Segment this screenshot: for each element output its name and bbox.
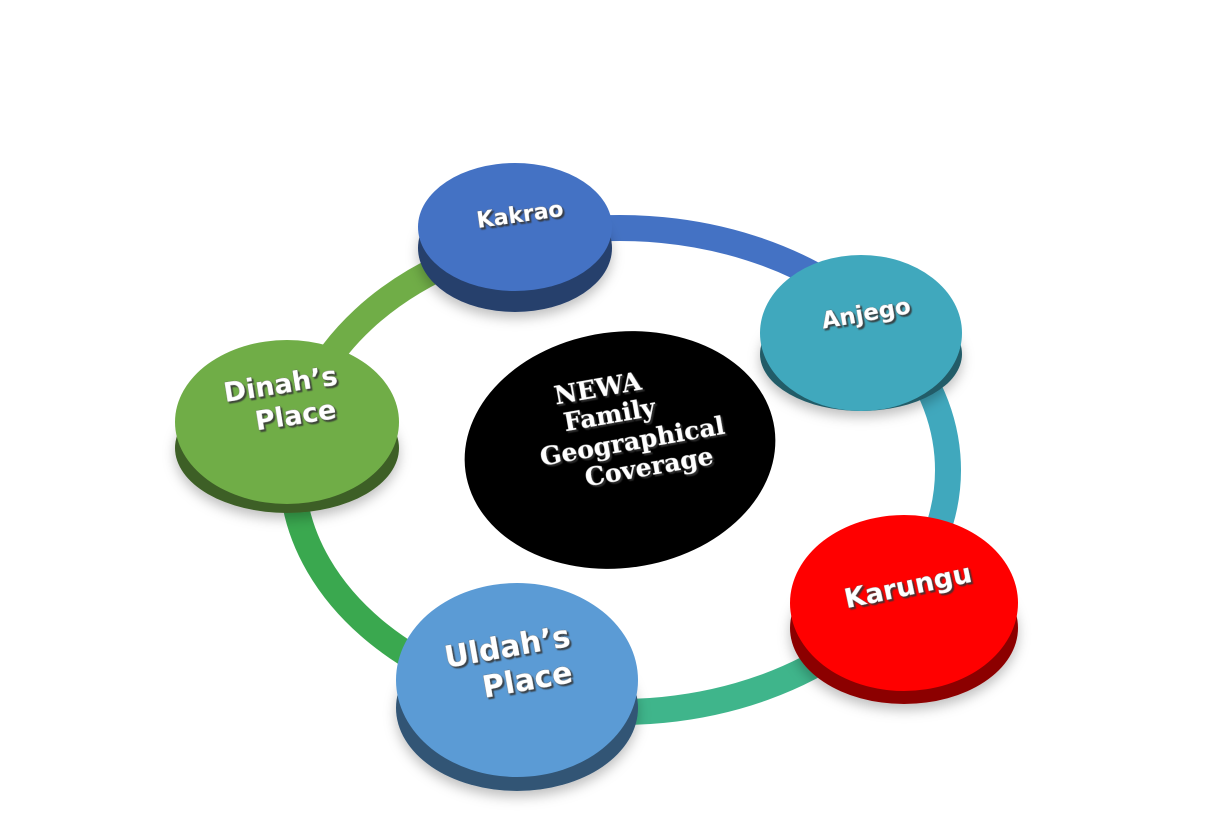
node-karungu: Karungu: [790, 515, 1018, 704]
center-node: NEWA Family Geographical Coverage: [464, 331, 776, 569]
node-uldahs-place-top: [396, 583, 638, 777]
node-anjego-top: [760, 255, 962, 411]
node-uldahs-place: Uldah’s Place: [396, 583, 638, 791]
center-disc: [464, 331, 776, 569]
node-karungu-top: [790, 515, 1018, 691]
node-kakrao-top: [418, 163, 612, 291]
node-dinahs-place: Dinah’s Place: [175, 340, 399, 513]
node-anjego: Anjego: [760, 255, 962, 411]
node-dinahs-place-top: [175, 340, 399, 504]
node-kakrao: Kakrao: [418, 163, 612, 312]
